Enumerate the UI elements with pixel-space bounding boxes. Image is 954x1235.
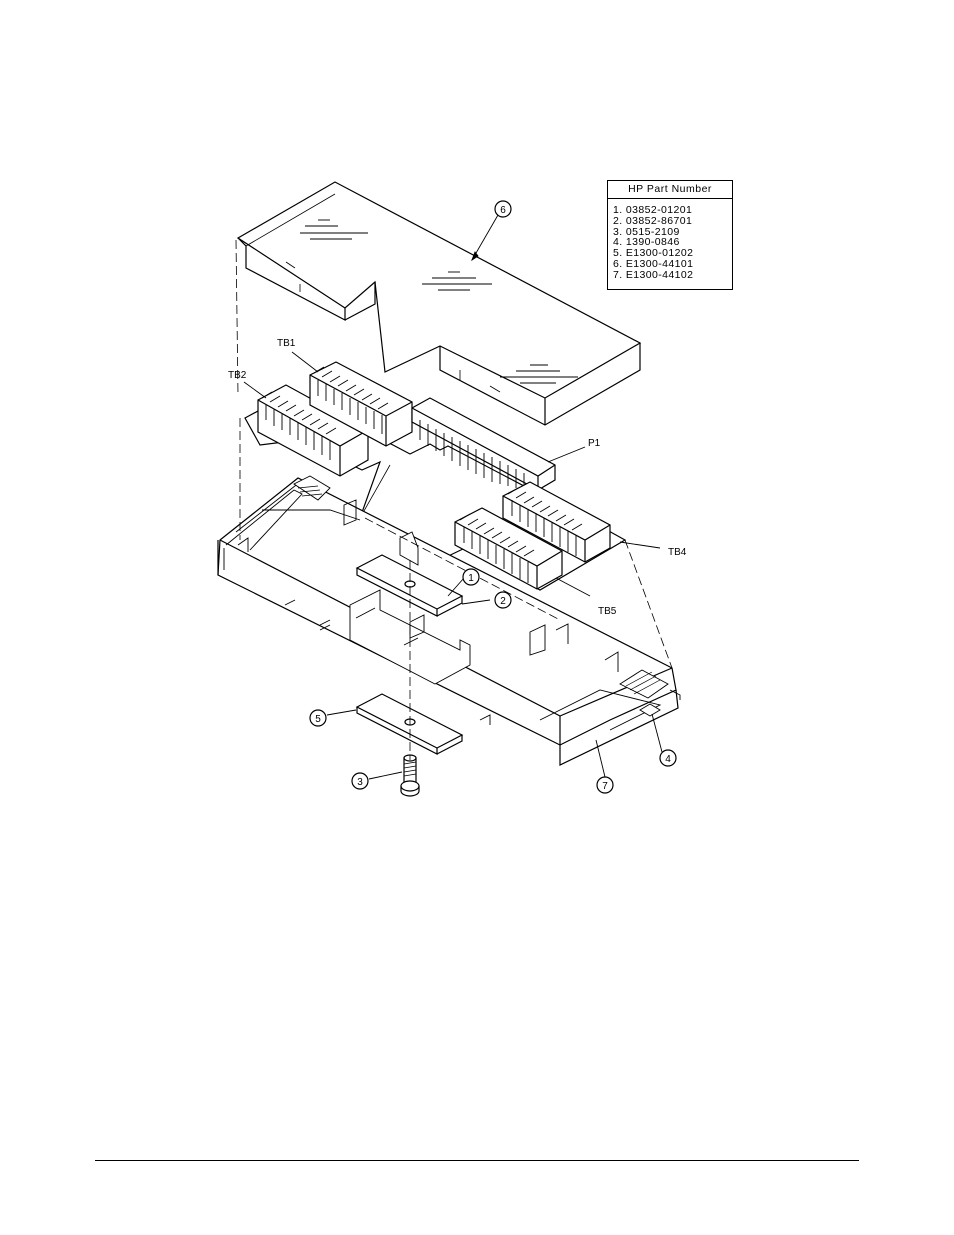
part-number: 03852-01201 xyxy=(625,204,693,216)
label-tb1: TB1 xyxy=(277,338,296,349)
tb1-terminal-block xyxy=(309,361,413,447)
base-carrier xyxy=(217,475,681,766)
plate-part-5 xyxy=(355,693,464,755)
plate-part-1 xyxy=(355,554,464,617)
callout-3: 3 xyxy=(351,772,369,790)
part-number-index: 6. xyxy=(613,257,623,270)
parts-list-item: 4. 1390-0846 xyxy=(613,237,732,248)
part-number: 03852-86701 xyxy=(625,214,693,227)
callout-4-label: 4 xyxy=(665,754,671,765)
part-number: E1300-44101 xyxy=(625,257,694,270)
tb4-terminal-block xyxy=(502,481,611,563)
tb2-terminal-block xyxy=(257,384,369,477)
callout-6-label: 6 xyxy=(500,205,506,216)
part-number-index: 2. xyxy=(613,214,623,227)
parts-list-item: 6. E1300-44101 xyxy=(613,259,732,270)
footer-rule xyxy=(95,1160,859,1161)
part-number: E1300-44102 xyxy=(625,268,694,281)
callout-6: 6 xyxy=(494,200,512,218)
callout-7-label: 7 xyxy=(602,781,608,792)
parts-list-item: 7. E1300-44102 xyxy=(613,268,732,281)
parts-list: 1. 03852-01201 2. 03852-86701 3. 0515-21… xyxy=(608,199,732,281)
part-number-index: 7. xyxy=(613,268,623,281)
label-p1: P1 xyxy=(588,438,601,449)
parts-list-item: 3. 0515-2109 xyxy=(613,225,732,238)
part-number-index: 3. xyxy=(613,225,623,238)
part-number-index: 5. xyxy=(613,247,623,260)
callout-2-label: 2 xyxy=(500,596,506,607)
parts-table: HP Part Number 1. 03852-01201 2. 03852-8… xyxy=(607,180,733,290)
callout-1: 1 xyxy=(462,568,480,586)
part-number: E1300-01202 xyxy=(625,247,694,260)
parts-list-item: 2. 03852-86701 xyxy=(613,214,732,227)
part-number-index: 4. xyxy=(613,236,623,249)
callout-5-label: 5 xyxy=(315,714,321,725)
screw-part-3 xyxy=(400,754,420,797)
part-number: 1390-0846 xyxy=(625,236,680,249)
label-tb2: TB2 xyxy=(228,370,247,381)
callout-4: 4 xyxy=(659,749,677,767)
callout-3-label: 3 xyxy=(357,777,363,788)
parts-table-header: HP Part Number xyxy=(608,181,732,199)
callout-2: 2 xyxy=(494,591,512,609)
callout-7: 7 xyxy=(596,776,614,794)
tb5-terminal-block xyxy=(454,507,563,590)
callout-1-label: 1 xyxy=(468,573,474,584)
assembly-center-lines xyxy=(235,239,673,760)
top-cover xyxy=(236,181,642,426)
label-tb4: TB4 xyxy=(668,547,687,558)
callout-5: 5 xyxy=(309,709,327,727)
leader-lines xyxy=(243,214,663,780)
part-number: 0515-2109 xyxy=(625,225,680,238)
parts-list-item: 5. E1300-01202 xyxy=(613,248,732,259)
part-number-index: 1. xyxy=(613,204,623,216)
label-tb5: TB5 xyxy=(598,606,617,617)
parts-list-item: 1. 03852-01201 xyxy=(613,205,732,216)
